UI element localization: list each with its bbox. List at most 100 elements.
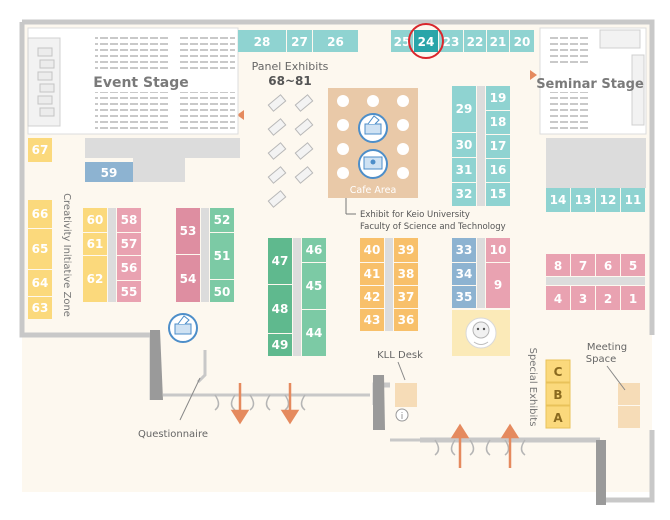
svg-text:64: 64 xyxy=(32,276,49,290)
svg-text:53: 53 xyxy=(180,224,197,238)
keio-label-line2: Faculty of Science and Technology xyxy=(360,222,506,232)
svg-text:27: 27 xyxy=(291,35,308,49)
svg-text:66: 66 xyxy=(32,207,49,221)
questionnaire-label: Questionnaire xyxy=(138,429,208,440)
kll-pointer xyxy=(397,361,406,381)
svg-text:67: 67 xyxy=(32,143,49,157)
svg-text:18: 18 xyxy=(490,115,507,129)
svg-text:58: 58 xyxy=(121,213,138,227)
svg-text:3: 3 xyxy=(579,292,587,306)
svg-text:65: 65 xyxy=(32,242,49,256)
booth-group-right-row xyxy=(546,188,645,212)
exit-arrows xyxy=(230,383,520,468)
svg-text:13: 13 xyxy=(575,193,592,207)
panel-exhibit-stands[interactable] xyxy=(267,94,314,208)
svg-text:32: 32 xyxy=(456,187,473,201)
svg-text:14: 14 xyxy=(550,193,567,207)
svg-text:44: 44 xyxy=(306,326,323,340)
questionnaire-pointer xyxy=(179,377,201,421)
booth-group-47 xyxy=(268,238,292,356)
svg-text:i: i xyxy=(401,412,404,422)
svg-text:8: 8 xyxy=(554,259,562,273)
booth-group-15 xyxy=(486,86,510,206)
svg-text:57: 57 xyxy=(121,237,138,251)
wall-columns xyxy=(150,330,606,505)
svg-text:41: 41 xyxy=(364,267,381,281)
entrance-doors-right xyxy=(434,439,526,456)
svg-text:51: 51 xyxy=(214,249,231,263)
svg-text:43: 43 xyxy=(364,313,381,327)
svg-text:55: 55 xyxy=(121,285,138,299)
seminar-stage[interactable]: Seminar Stage xyxy=(536,27,647,135)
svg-text:19: 19 xyxy=(490,91,507,105)
meeting-space-label-2: Space xyxy=(586,354,616,365)
creativity-zone-label: Creativity Initiative Zone xyxy=(61,193,72,317)
booth-group-letters xyxy=(545,359,571,429)
svg-text:24: 24 xyxy=(418,35,435,49)
robot-exhibit[interactable] xyxy=(452,310,510,356)
gray-block-right xyxy=(546,138,646,188)
panel-arrow-left xyxy=(237,110,244,120)
cafe-area[interactable]: Cafe Area xyxy=(328,88,418,198)
svg-text:6: 6 xyxy=(604,259,612,273)
booth-group-right-grid-bottom xyxy=(546,286,645,310)
booth-group-left-column xyxy=(28,200,52,319)
svg-text:52: 52 xyxy=(214,213,231,227)
inner-walls xyxy=(163,350,420,442)
svg-text:10: 10 xyxy=(490,243,507,257)
booth-group-60 xyxy=(83,208,107,302)
svg-text:29: 29 xyxy=(456,102,473,116)
panel-arrow-right xyxy=(530,70,537,80)
svg-text:17: 17 xyxy=(490,139,507,153)
svg-text:48: 48 xyxy=(272,302,289,316)
svg-text:36: 36 xyxy=(398,313,415,327)
svg-text:30: 30 xyxy=(456,138,473,152)
kll-desk-label: KLL Desk xyxy=(377,350,423,361)
highlight-ring-24 xyxy=(408,23,444,59)
booth-group-40 xyxy=(360,238,384,331)
svg-text:1: 1 xyxy=(629,292,637,306)
cafe-label: Cafe Area xyxy=(350,185,397,196)
svg-text:63: 63 xyxy=(32,301,49,315)
svg-text:62: 62 xyxy=(87,272,104,286)
svg-text:4: 4 xyxy=(554,292,562,306)
booth-group-9 xyxy=(486,238,510,308)
svg-text:59: 59 xyxy=(101,166,118,180)
event-stage[interactable]: Event Stage xyxy=(27,27,239,135)
svg-text:39: 39 xyxy=(398,243,415,257)
svg-text:11: 11 xyxy=(625,193,642,207)
svg-text:B: B xyxy=(553,388,562,402)
svg-text:35: 35 xyxy=(456,290,473,304)
svg-text:25: 25 xyxy=(394,35,411,49)
seminar-stage-label: Seminar Stage xyxy=(536,77,644,92)
booth-group-36 xyxy=(394,238,418,331)
booth-67 xyxy=(28,138,52,162)
special-exhibits-label: Special Exhibits xyxy=(527,348,538,427)
svg-text:56: 56 xyxy=(121,261,138,275)
questionnaire-box-icon[interactable] xyxy=(168,313,198,343)
svg-text:54: 54 xyxy=(180,272,197,286)
svg-text:21: 21 xyxy=(490,35,507,49)
svg-text:9: 9 xyxy=(494,278,502,292)
svg-text:5: 5 xyxy=(629,259,637,273)
svg-text:12: 12 xyxy=(600,193,617,207)
booth-numbers: 28 27 26 25 24 23 22 21 20 67 66 65 64 6… xyxy=(32,35,642,352)
svg-text:38: 38 xyxy=(398,267,415,281)
svg-text:61: 61 xyxy=(87,237,104,251)
booth-59 xyxy=(85,162,133,182)
event-stage-label: Event Stage xyxy=(93,75,188,91)
svg-text:16: 16 xyxy=(490,163,507,177)
svg-text:7: 7 xyxy=(579,259,587,273)
svg-text:50: 50 xyxy=(214,285,231,299)
entrance-doors-left xyxy=(214,394,306,411)
info-icon: i xyxy=(395,408,409,422)
booth-letters: C B A xyxy=(553,365,563,425)
booth-group-top-right xyxy=(391,30,534,52)
svg-text:26: 26 xyxy=(327,35,344,49)
questionnaire-icon xyxy=(358,113,388,143)
booths[interactable] xyxy=(28,30,645,429)
svg-text:47: 47 xyxy=(272,254,289,268)
svg-text:28: 28 xyxy=(254,35,271,49)
